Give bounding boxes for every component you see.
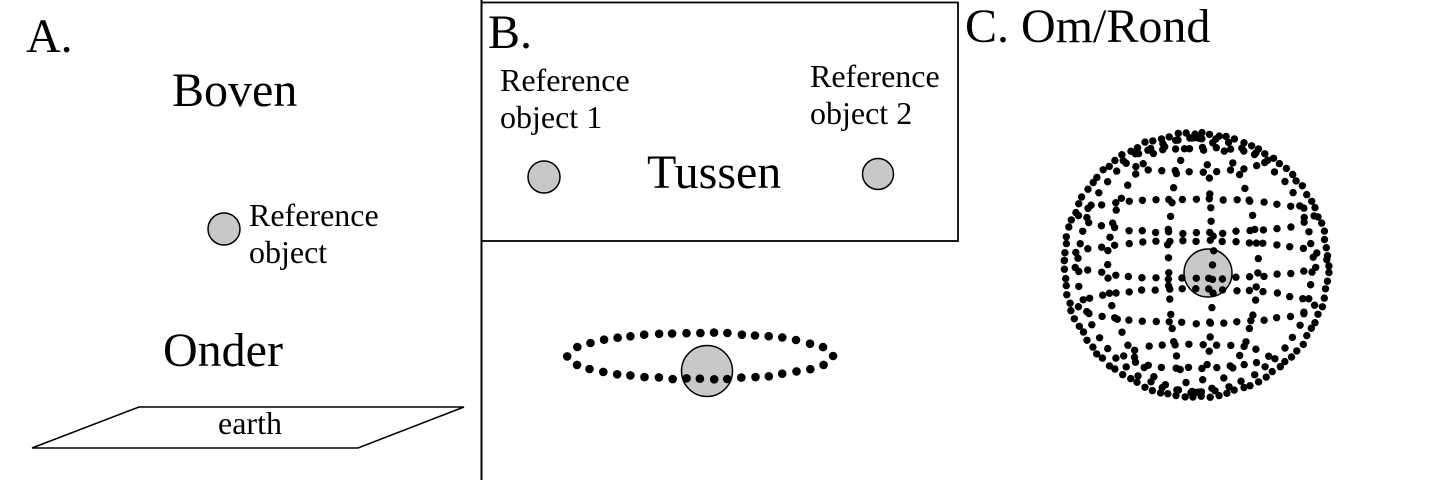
b-reference-object-1-circle [527,160,561,194]
a-reference-object-circle [207,212,241,246]
panel-b-letter: B. [488,6,533,59]
panel-b-reference-object-1-label: Reference object 1 [500,62,630,136]
ring-dots [562,328,838,384]
panel-a-ground-label: earth [218,405,282,441]
panel-a-reference-object-label: Reference object [249,197,379,271]
ring-reference-object-circle [680,344,734,398]
b-reference-object-2-circle [861,157,895,191]
panel-c-title: C. Om/Rond [965,0,1211,53]
sphere-reference-object-circle [1183,248,1233,298]
panel-b-reference-object-2-label: Reference object 2 [810,58,940,132]
panel-a-above-label: Boven [172,64,298,117]
panel-a-below-label: Onder [163,324,283,377]
sphere-meridian-dots [1074,133,1317,397]
panel-a-letter: A. [26,10,73,63]
panel-b-reference1-line1: Reference [500,62,630,98]
panel-b-reference2-line2: object 2 [810,95,913,131]
panel-b-reference2-line1: Reference [810,58,940,94]
sphere-outline-dots [1060,128,1333,401]
panel-b-between-label: Tussen [647,146,782,199]
ground-plane [31,406,465,449]
panel-b-frame [480,1,959,242]
panel-b-reference1-line2: object 1 [500,99,603,135]
panel-a-reference-label-line2: object [249,234,328,270]
panel-a-reference-label-line1: Reference [249,197,379,233]
